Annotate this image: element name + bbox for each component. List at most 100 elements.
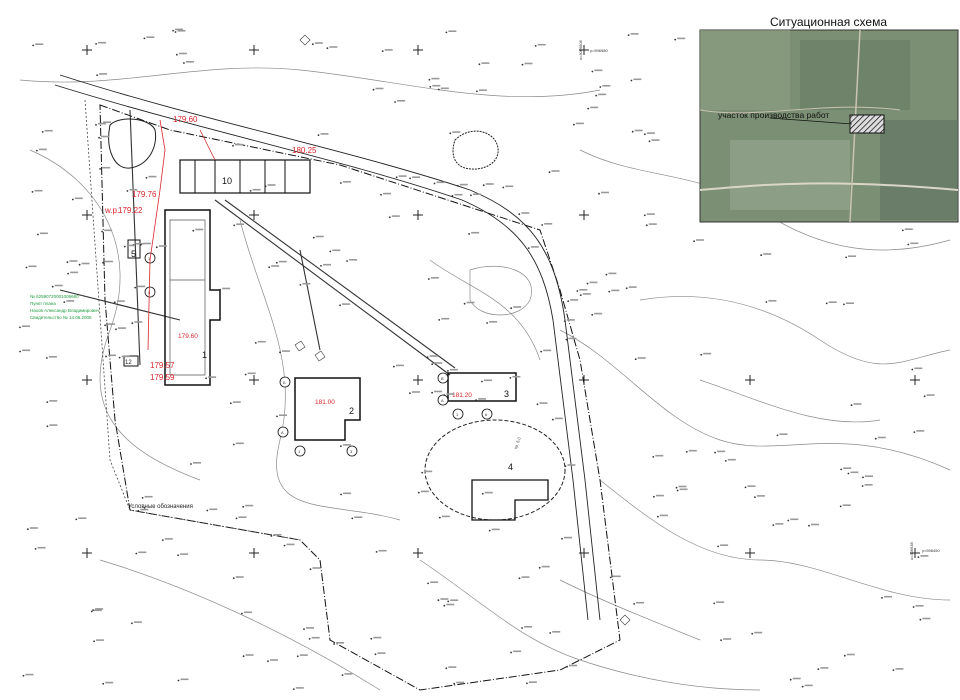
survey-point xyxy=(205,377,208,380)
survey-point xyxy=(75,518,78,521)
survey-point xyxy=(351,517,354,520)
survey-point-label-mark xyxy=(472,193,481,195)
survey-point-label-mark xyxy=(270,659,278,661)
survey-point xyxy=(437,88,440,91)
grid-cross xyxy=(579,210,589,220)
survey-point-label-mark xyxy=(383,192,391,195)
survey-point-label-mark xyxy=(98,122,106,125)
utility-lines xyxy=(59,109,456,376)
survey-point xyxy=(41,131,44,133)
survey-point xyxy=(586,282,589,285)
survey-point xyxy=(96,74,98,76)
survey-point-label-mark xyxy=(44,129,53,132)
survey-point xyxy=(700,353,703,356)
survey-point xyxy=(521,627,523,629)
svg-text:1: 1 xyxy=(148,256,151,261)
survey-point-label-mark xyxy=(78,517,87,519)
survey-point-label-mark xyxy=(429,355,438,357)
survey-point-label-mark xyxy=(395,364,404,367)
survey-point xyxy=(772,524,775,526)
survey-point xyxy=(219,288,222,291)
survey-point xyxy=(843,303,845,306)
survey-point-label-mark xyxy=(910,242,919,245)
survey-point-label-mark xyxy=(48,356,57,358)
survey-point-label-mark xyxy=(747,485,756,487)
survey-point xyxy=(95,43,97,45)
survey-point-label-mark xyxy=(142,242,151,245)
survey-point-label-mark xyxy=(436,181,445,184)
building-1-elevation: 179.60 xyxy=(178,333,198,340)
svg-text:179.22: 179.22 xyxy=(118,206,143,215)
survey-point-label-mark xyxy=(209,508,218,511)
survey-point xyxy=(861,485,864,487)
survey-point xyxy=(131,322,134,325)
survey-point xyxy=(312,236,315,239)
survey-point-label-mark xyxy=(459,183,468,186)
survey-point-label-mark xyxy=(247,372,256,375)
survey-point xyxy=(134,286,137,289)
survey-point-label-mark xyxy=(655,494,664,497)
svg-text:6: 6 xyxy=(485,412,488,417)
survey-point xyxy=(801,685,804,688)
survey-point-label-mark xyxy=(164,538,173,540)
survey-point-label-mark xyxy=(278,260,287,263)
survey-point-label-mark xyxy=(717,450,726,453)
survey-point xyxy=(183,62,185,64)
survey-point xyxy=(241,612,243,615)
survey-point-label-mark xyxy=(483,379,492,382)
survey-point-label-mark xyxy=(105,260,114,263)
survey-point-label-mark xyxy=(524,626,533,628)
survey-point xyxy=(437,599,440,602)
survey-point-label-mark xyxy=(323,263,331,266)
survey-point-label-mark xyxy=(864,484,873,486)
survey-point-label-mark xyxy=(842,504,851,506)
survey-point xyxy=(693,240,695,243)
survey-point xyxy=(176,53,178,56)
survey-point xyxy=(502,186,505,189)
survey-point-label-mark xyxy=(602,85,611,87)
survey-point-label-mark xyxy=(38,148,47,151)
survey-point xyxy=(744,486,747,489)
survey-point xyxy=(538,566,541,569)
grid-cross xyxy=(249,548,259,558)
survey-point xyxy=(443,394,446,397)
survey-point xyxy=(563,320,566,322)
survey-point-label-mark xyxy=(349,259,358,261)
survey-point-label-mark xyxy=(314,42,323,44)
building-2-number: 2 xyxy=(349,406,354,416)
survey-point-label-mark xyxy=(512,375,521,378)
survey-point-label-mark xyxy=(754,631,763,634)
survey-point-label-mark xyxy=(440,87,449,90)
survey-point xyxy=(919,618,922,621)
survey-point xyxy=(174,31,177,33)
survey-point-label-mark xyxy=(116,300,125,302)
survey-point-label-mark xyxy=(926,394,935,396)
survey-point xyxy=(911,368,914,371)
survey-point-label-mark xyxy=(434,362,443,364)
svg-text:179.60: 179.60 xyxy=(173,115,198,124)
survey-point-label-mark xyxy=(267,184,276,186)
survey-point xyxy=(840,468,843,471)
survey-point-label-mark xyxy=(146,505,155,508)
survey-point xyxy=(244,373,247,376)
survey-point xyxy=(98,136,100,139)
survey-point xyxy=(232,443,235,446)
survey-point xyxy=(482,184,485,187)
survey-point-label-mark xyxy=(541,565,550,568)
survey-point xyxy=(598,192,600,195)
pond-outline xyxy=(108,118,157,169)
survey-point xyxy=(123,245,126,248)
survey-point xyxy=(95,124,97,126)
survey-point xyxy=(34,548,37,550)
survey-point xyxy=(104,324,106,327)
property-boundary xyxy=(99,104,621,691)
survey-point xyxy=(923,395,926,398)
survey-point xyxy=(131,622,133,625)
survey-point-label-mark xyxy=(232,401,241,403)
building-10-row: 10 xyxy=(179,159,311,194)
survey-point-label-mark xyxy=(513,650,522,653)
survey-point xyxy=(192,229,195,232)
survey-point xyxy=(340,182,342,184)
survey-point xyxy=(309,568,312,571)
survey-point-label-mark xyxy=(299,654,308,656)
